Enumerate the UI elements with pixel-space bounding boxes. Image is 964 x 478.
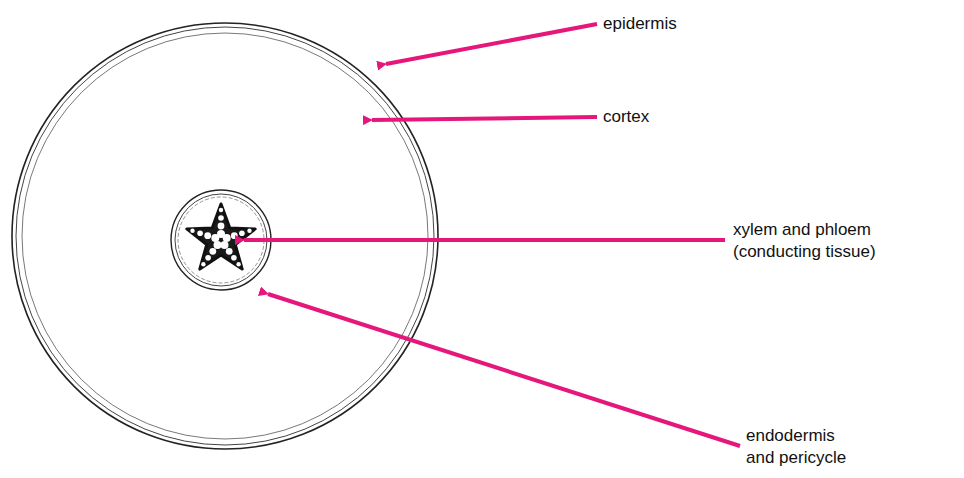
leader-arrow bbox=[268, 294, 740, 446]
xylem-cell bbox=[197, 230, 203, 236]
xylem-cell bbox=[190, 229, 194, 233]
xylem-cell bbox=[205, 255, 211, 261]
leader-arrow bbox=[386, 24, 597, 64]
epidermis-inner-outline bbox=[16, 27, 434, 445]
part-label: xylem and phloem (conducting tissue) bbox=[733, 219, 883, 263]
xylem-star bbox=[187, 204, 255, 269]
xylem-cell bbox=[211, 234, 219, 242]
xylem-cell bbox=[214, 241, 222, 249]
xylem-cell bbox=[209, 248, 216, 255]
leader-arrow bbox=[372, 117, 597, 120]
xylem-cell bbox=[226, 248, 233, 255]
xylem-arms bbox=[187, 204, 255, 269]
cortex-outline bbox=[22, 33, 428, 439]
leader-arrow bbox=[244, 238, 725, 242]
xylem-cell bbox=[231, 232, 238, 239]
part-label: cortex bbox=[603, 106, 803, 128]
xylem-cell bbox=[201, 262, 205, 266]
xylem-cell bbox=[219, 208, 223, 212]
part-label: endodermis and pericycle bbox=[746, 425, 856, 469]
xylem-cell bbox=[236, 262, 240, 266]
xylem-cell bbox=[239, 230, 245, 236]
part-label: epidermis bbox=[603, 13, 803, 35]
xylem-cell bbox=[223, 234, 231, 242]
xylem-cell bbox=[218, 215, 224, 221]
epidermis-outline bbox=[12, 23, 438, 449]
xylem-cell bbox=[204, 232, 211, 239]
xylem-cell bbox=[231, 255, 237, 261]
xylem-cell bbox=[218, 223, 225, 230]
xylem-cell bbox=[221, 241, 229, 249]
xylem-cell bbox=[247, 229, 251, 233]
